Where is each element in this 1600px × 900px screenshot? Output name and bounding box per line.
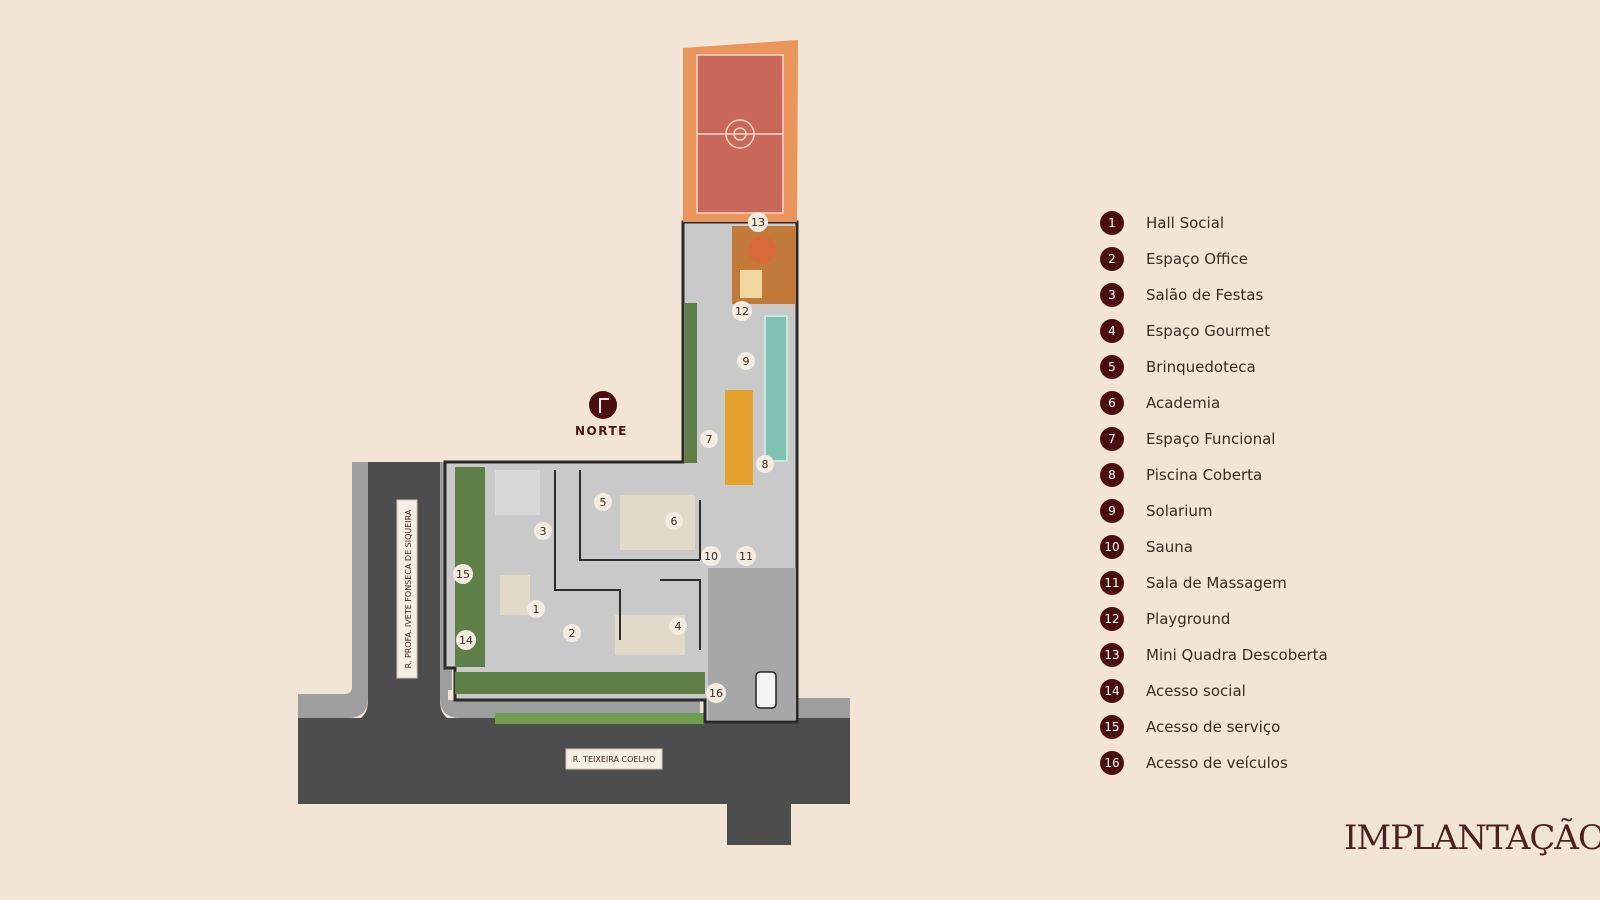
legend-number-badge: 15: [1100, 715, 1124, 739]
legend-number-badge: 1: [1100, 211, 1124, 235]
legend-number-badge: 10: [1100, 535, 1124, 559]
roads: [298, 462, 850, 845]
legend-number-badge: 9: [1100, 499, 1124, 523]
legend-item-brinquedoteca: 5 Brinquedoteca: [1100, 349, 1328, 385]
legend-item-label: Academia: [1146, 394, 1221, 412]
legend-number-badge: 5: [1100, 355, 1124, 379]
street-label-side: R. PROFA. IVETE FONSECA DE SIQUEIRA: [396, 499, 418, 679]
legend-item-label: Acesso de serviço: [1146, 718, 1281, 736]
legend-item-label: Acesso de veículos: [1146, 754, 1288, 772]
pin-14: 14: [456, 630, 476, 650]
legend-item-label: Piscina Coberta: [1146, 466, 1263, 484]
legend-number-badge: 3: [1100, 283, 1124, 307]
pin-1-number: 1: [533, 603, 540, 616]
legend-item-label: Sala de Massagem: [1146, 574, 1287, 592]
pin-7: 7: [700, 430, 718, 448]
legend-item-label: Sauna: [1146, 538, 1193, 556]
street-label-front: R. TEIXEIRA COELHO: [565, 748, 663, 770]
legend-item-label: Brinquedoteca: [1146, 358, 1256, 376]
pin-11: 11: [736, 546, 756, 566]
page-title: IMPLANTAÇÃO: [1344, 818, 1600, 858]
legend-item-espaco-office: 2 Espaço Office: [1100, 241, 1328, 277]
pin-15: 15: [453, 564, 473, 584]
pin-4: 4: [669, 617, 687, 635]
pin-10-number: 10: [704, 550, 718, 563]
legend-item-mini-quadra: 13 Mini Quadra Descoberta: [1100, 637, 1328, 673]
legend-number-badge: 8: [1100, 463, 1124, 487]
pin-8: 8: [756, 455, 774, 473]
legend-item-sala-de-massagem: 11 Sala de Massagem: [1100, 565, 1328, 601]
legend-item-label: Espaço Gourmet: [1146, 322, 1271, 340]
pin-3: 3: [534, 522, 552, 540]
pool-area: [725, 315, 788, 485]
legend-number-badge: 12: [1100, 607, 1124, 631]
legend-number-badge: 14: [1100, 679, 1124, 703]
pin-10: 10: [701, 546, 721, 566]
street-name-front: R. TEIXEIRA COELHO: [573, 755, 656, 764]
legend-item-label: Salão de Festas: [1146, 286, 1264, 304]
sidewalks: [298, 462, 850, 724]
legend-item-solarium: 9 Solarium: [1100, 493, 1328, 529]
north-label: NORTE: [575, 424, 628, 438]
pin-2: 2: [563, 624, 581, 642]
pin-6-number: 6: [671, 515, 678, 528]
legend-number-badge: 11: [1100, 571, 1124, 595]
pin-1: 1: [527, 600, 545, 618]
legend-item-sauna: 10 Sauna: [1100, 529, 1328, 565]
pin-15-number: 15: [456, 568, 470, 581]
legend-number-badge: 4: [1100, 319, 1124, 343]
legend-item-salao-de-festas: 3 Salão de Festas: [1100, 277, 1328, 313]
legend-item-label: Espaço Funcional: [1146, 430, 1276, 448]
legend: 1 Hall Social 2 Espaço Office 3 Salão de Fe…: [1100, 205, 1328, 781]
street-name-side: R. PROFA. IVETE FONSECA DE SIQUEIRA: [404, 509, 413, 668]
pin-7-number: 7: [706, 433, 713, 446]
pin-12: 12: [732, 301, 752, 321]
pin-11-number: 11: [739, 550, 753, 563]
playground-area: [732, 226, 796, 304]
legend-number-badge: 16: [1100, 751, 1124, 775]
legend-item-label: Hall Social: [1146, 214, 1225, 232]
legend-item-acesso-social: 14 Acesso social: [1100, 673, 1328, 709]
pin-13: 13: [748, 212, 768, 232]
pin-2-number: 2: [569, 627, 576, 640]
legend-number-badge: 13: [1100, 643, 1124, 667]
legend-item-espaco-funcional: 7 Espaço Funcional: [1100, 421, 1328, 457]
pin-8-number: 8: [762, 458, 769, 471]
legend-number-badge: 7: [1100, 427, 1124, 451]
pin-9-number: 9: [743, 355, 750, 368]
pin-14-number: 14: [459, 634, 473, 647]
pin-3-number: 3: [540, 525, 547, 538]
pin-4-number: 4: [675, 620, 682, 633]
pin-5-number: 5: [600, 496, 607, 509]
pin-16-number: 16: [709, 687, 723, 700]
legend-item-acesso-servico: 15 Acesso de serviço: [1100, 709, 1328, 745]
legend-item-label: Acesso social: [1146, 682, 1246, 700]
legend-item-label: Mini Quadra Descoberta: [1146, 646, 1328, 664]
legend-item-playground: 12 Playground: [1100, 601, 1328, 637]
mini-court: [683, 40, 798, 222]
pin-5: 5: [594, 493, 612, 511]
legend-item-academia: 6 Academia: [1100, 385, 1328, 421]
legend-item-label: Solarium: [1146, 502, 1213, 520]
pin-13-number: 13: [751, 216, 765, 229]
pin-9: 9: [737, 352, 755, 370]
legend-item-label: Espaço Office: [1146, 250, 1248, 268]
legend-item-hall-social: 1 Hall Social: [1100, 205, 1328, 241]
building-footprint: [443, 220, 799, 724]
legend-item-acesso-veiculos: 16 Acesso de veículos: [1100, 745, 1328, 781]
pin-6: 6: [665, 512, 683, 530]
legend-number-badge: 6: [1100, 391, 1124, 415]
legend-item-espaco-gourmet: 4 Espaço Gourmet: [1100, 313, 1328, 349]
pin-16: 16: [706, 683, 726, 703]
pin-12-number: 12: [735, 305, 749, 318]
legend-number-badge: 2: [1100, 247, 1124, 271]
legend-item-piscina-coberta: 8 Piscina Coberta: [1100, 457, 1328, 493]
legend-item-label: Playground: [1146, 610, 1231, 628]
north-icon: [589, 391, 617, 419]
